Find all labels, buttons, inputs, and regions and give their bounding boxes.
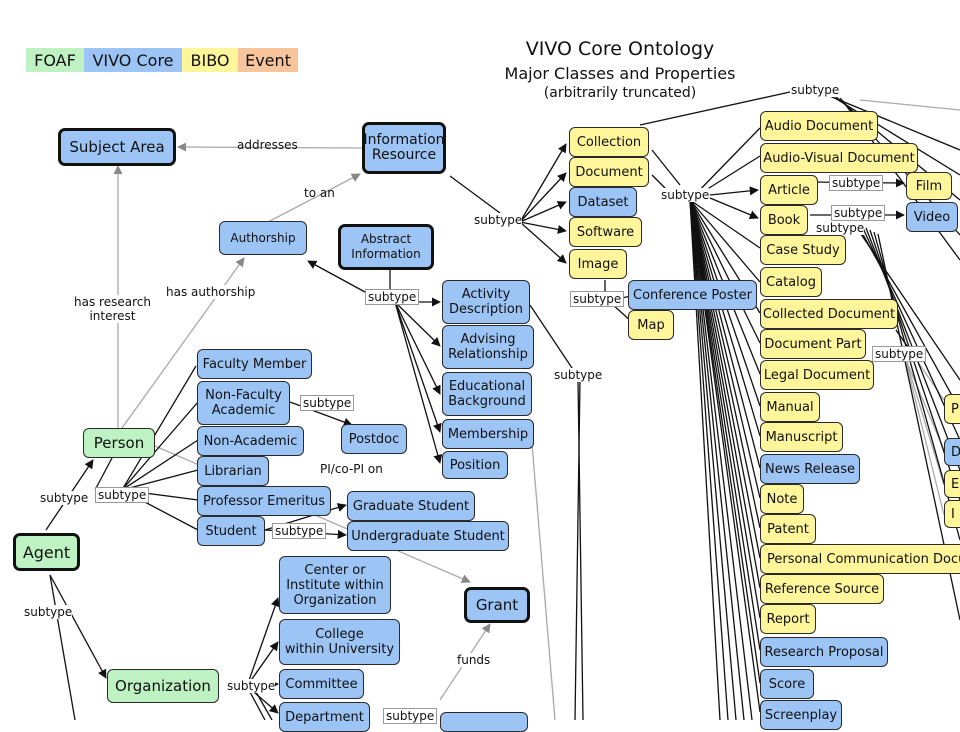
node-manuscript: Manuscript [760, 422, 843, 452]
node-personal-communication-document: Personal Communication Docum [760, 544, 960, 574]
node-librarian: Librarian [197, 456, 269, 486]
node-educational-background: Educational Background [442, 372, 532, 416]
node-reference-source: Reference Source [760, 574, 884, 604]
node-professor-emeritus: Professor Emeritus [197, 486, 331, 516]
node-person: Person [83, 428, 155, 458]
node-case-study: Case Study [760, 235, 846, 265]
edge-label-funds: funds [457, 653, 491, 667]
node-faculty-member: Faculty Member [197, 349, 312, 379]
edge-addresses [177, 142, 363, 152]
subtype-label-non-faculty: subtype [300, 395, 355, 411]
node-conference-poster: Conference Poster [628, 280, 757, 310]
edge-agent-organization [49, 574, 107, 679]
node-graduate-student: Graduate Student [347, 491, 475, 521]
node-abstract-information: Abstract Information [338, 224, 434, 270]
subtype-label-department: subtype [383, 708, 438, 724]
node-department: Department [279, 702, 370, 732]
subtype-label-activity: subtype [554, 368, 603, 382]
node-activity-description: Activity Description [442, 280, 530, 324]
node-non-academic: Non-Academic [197, 426, 304, 456]
subtype-label-agent-org: subtype [24, 605, 73, 619]
node-screenplay: Screenplay [760, 700, 842, 730]
subtype-label-collected-document: subtype [872, 346, 927, 362]
node-grant: Grant [464, 587, 530, 623]
node-score: Score [760, 669, 814, 699]
diagram-subtitle: Major Classes and Properties [504, 64, 736, 83]
node-partial-d: D [944, 438, 960, 466]
node-partial-i: I [944, 500, 960, 528]
node-article: Article [760, 175, 818, 205]
node-position: Position [442, 451, 508, 479]
node-membership: Membership [442, 419, 534, 449]
node-agent: Agent [13, 533, 80, 571]
node-collected-document: Collected Document [760, 299, 898, 329]
node-catalog: Catalog [760, 267, 822, 297]
edge-person-faculty [121, 365, 197, 491]
node-collection: Collection [569, 127, 649, 157]
node-document-part: Document Part [760, 329, 866, 359]
edge-label-pi-co-pi-on: PI/co-PI on [320, 462, 383, 476]
legend-bibo: BIBO [182, 48, 238, 72]
node-audio-visual-document: Audio-Visual Document [760, 143, 918, 173]
node-report: Report [760, 604, 816, 634]
subtype-label-document: subtype [661, 188, 710, 202]
legend-vivo-core: VIVO Core [84, 48, 182, 72]
edge-label-to-an: to an [304, 186, 335, 200]
legend-foaf: FOAF [26, 48, 84, 72]
subtype-label-abstract: subtype [365, 289, 420, 305]
node-committee: Committee [279, 669, 364, 699]
node-patent: Patent [760, 514, 816, 544]
subtype-label-agent: subtype [40, 491, 89, 505]
node-partial-bottom [440, 712, 528, 732]
node-partial-e: E [944, 470, 960, 498]
edge-label-addresses: addresses [237, 138, 298, 152]
subtype-label-book-2: subtype [816, 221, 865, 235]
edge-to-an [267, 173, 361, 223]
node-audio-document: Audio Document [760, 111, 878, 141]
node-legal-document: Legal Document [760, 360, 874, 390]
node-video: Video [906, 202, 958, 232]
diagram-note: (arbitrarily truncated) [543, 85, 697, 101]
node-authorship: Authorship [219, 221, 307, 255]
node-postdoc: Postdoc [341, 424, 407, 454]
node-software: Software [569, 217, 642, 247]
node-image: Image [569, 249, 627, 279]
node-partial-p: P [944, 394, 960, 424]
subtype-label-person: subtype [95, 487, 150, 503]
node-document: Document [569, 157, 649, 187]
node-advising-relationship: Advising Relationship [442, 325, 534, 369]
node-dataset: Dataset [569, 187, 637, 217]
subtype-label-image: subtype [570, 291, 625, 307]
node-manual: Manual [760, 392, 820, 422]
subtype-label-student: subtype [272, 523, 327, 539]
node-center-institute: Center or Institute within Organization [279, 556, 391, 614]
node-college: College within University [279, 619, 400, 665]
node-research-proposal: Research Proposal [760, 637, 888, 667]
node-map: Map [628, 310, 674, 340]
diagram-title: VIVO Core Ontology [525, 38, 715, 60]
subtype-label-organization: subtype [227, 679, 276, 693]
subtype-label-information-resource: subtype [474, 213, 523, 227]
edge-abstract-down [529, 419, 556, 720]
subtype-label-collection: subtype [791, 83, 840, 97]
node-film: Film [906, 172, 952, 200]
node-book: Book [760, 205, 808, 235]
edge-label-has-authorship: has authorship [166, 285, 256, 299]
legend-event: Event [238, 48, 298, 72]
node-note: Note [760, 484, 804, 514]
edge-label-has-research-interest: has research interest [74, 295, 151, 323]
node-news-release: News Release [760, 454, 860, 484]
subtype-label-book: subtype [831, 205, 886, 221]
node-undergraduate-student: Undergraduate Student [347, 521, 509, 551]
node-subject-area: Subject Area [58, 128, 176, 166]
node-information-resource: Information Resource [362, 122, 446, 174]
node-organization: Organization [107, 669, 219, 703]
subtype-label-article: subtype [829, 175, 884, 191]
node-non-faculty-academic: Non-Faculty Academic [197, 381, 290, 425]
node-student: Student [197, 516, 265, 546]
